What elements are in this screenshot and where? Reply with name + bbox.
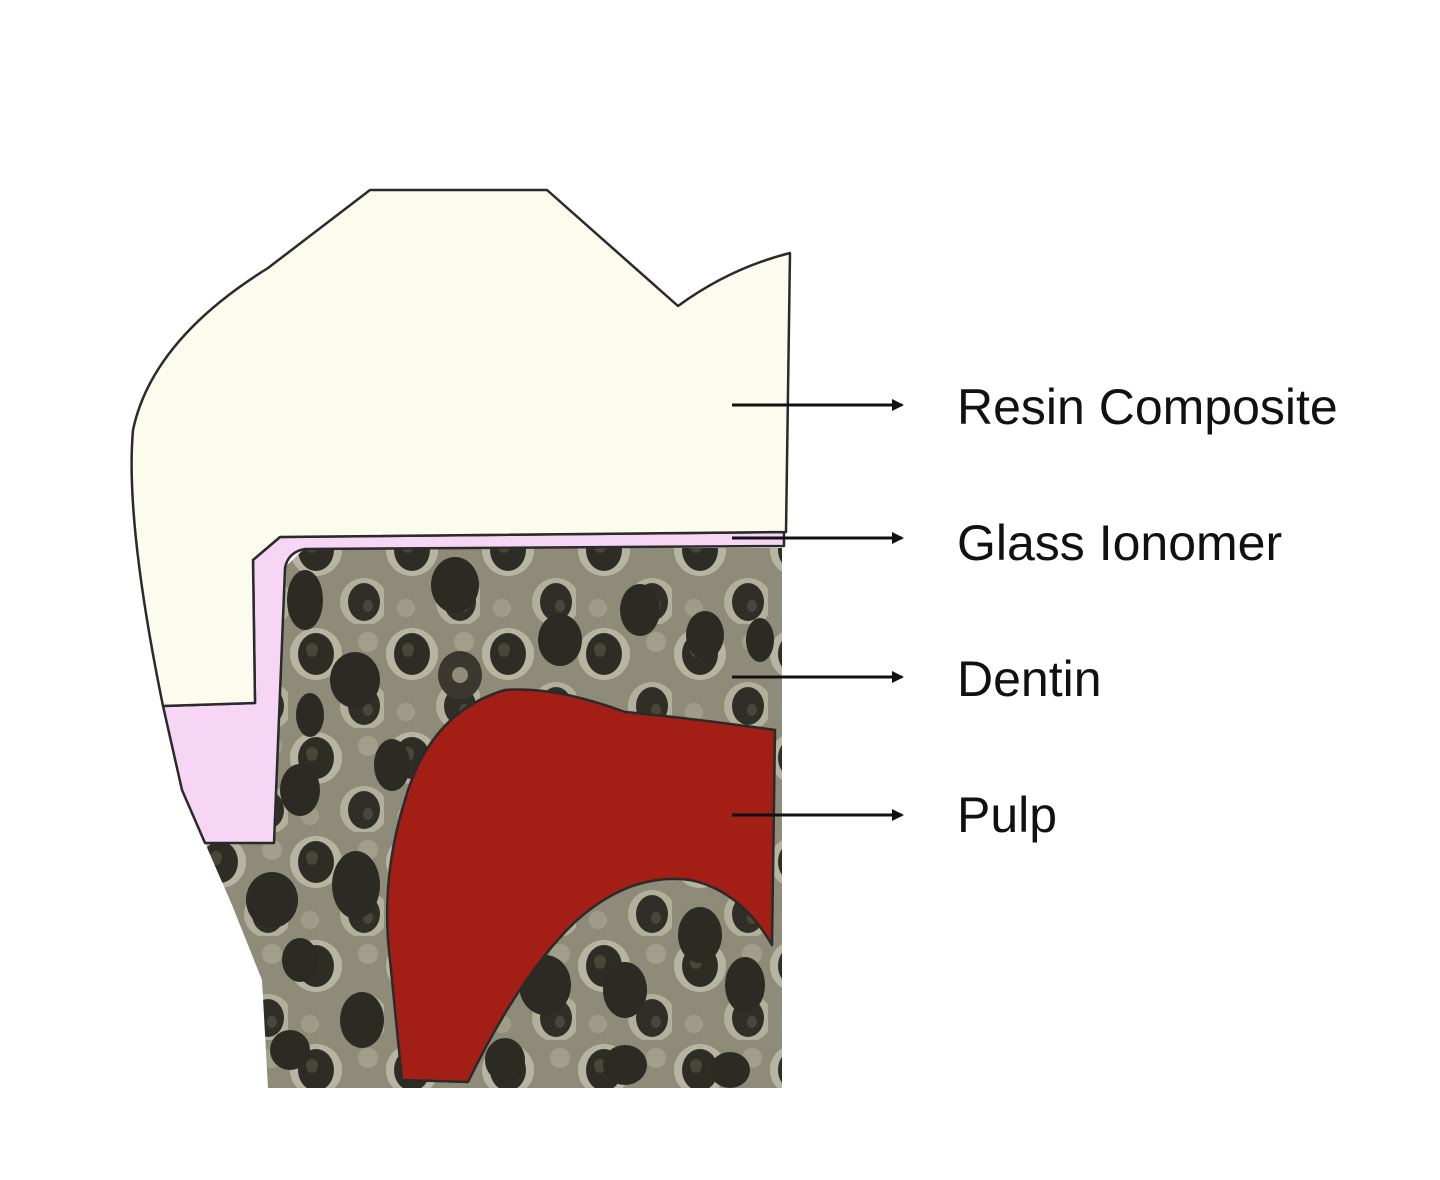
label-dentin: Dentin xyxy=(957,651,1102,707)
glass-ionomer-layer xyxy=(161,530,786,845)
pulp-region xyxy=(385,688,777,1084)
resin-composite-layer xyxy=(130,188,792,708)
callout-arrows xyxy=(732,399,904,821)
label-glass-ionomer: Glass Ionomer xyxy=(957,515,1282,571)
labels: Resin Composite Glass Ionomer Dentin Pul… xyxy=(957,379,1338,843)
label-pulp: Pulp xyxy=(957,787,1057,843)
label-resin-composite: Resin Composite xyxy=(957,379,1338,435)
